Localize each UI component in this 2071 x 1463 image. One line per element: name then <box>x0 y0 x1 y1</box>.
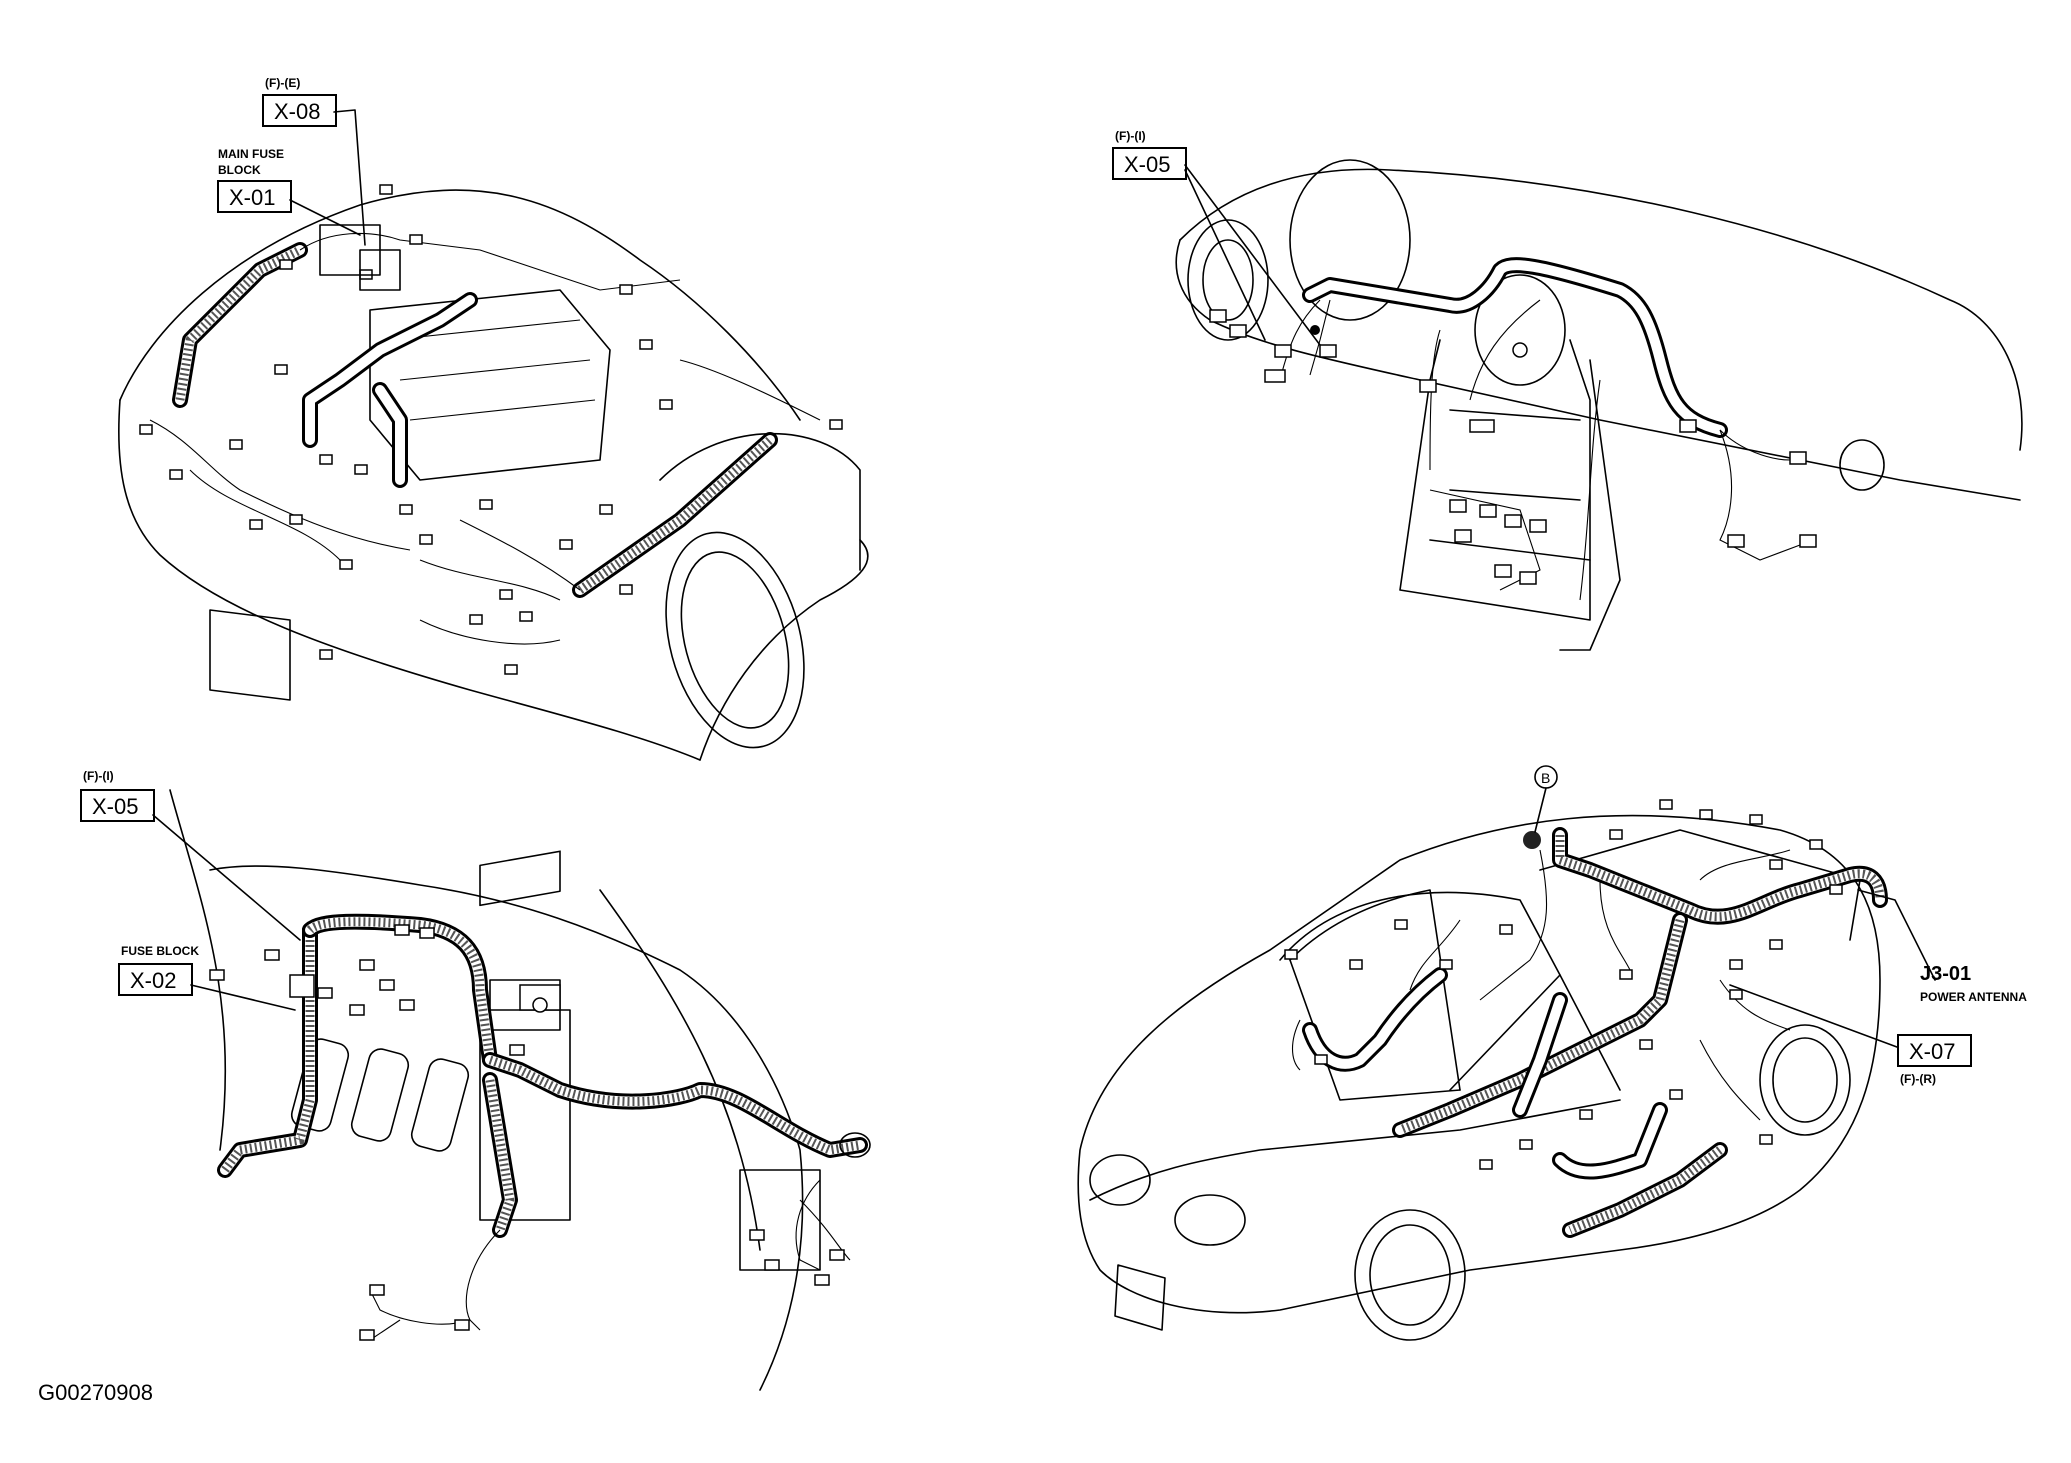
callout-x-05-dashboard-id: X-05 <box>1124 152 1170 177</box>
callout-x-01: MAIN FUSE BLOCK X-01 <box>217 147 361 236</box>
callout-x-05-interior: (F)-(I) X-05 <box>80 769 301 941</box>
callout-x-01-label-line2: BLOCK <box>218 163 261 177</box>
marker-b: B <box>1534 765 1558 833</box>
engine-bay-connectors <box>139 184 843 675</box>
callout-x-02: FUSE BLOCK X-02 <box>118 944 296 1011</box>
callout-x-08-position: (F)-(E) <box>265 76 300 90</box>
callout-x-08-id: X-08 <box>274 99 320 124</box>
callout-x-02-id: X-02 <box>130 968 176 993</box>
callout-x-07: X-07 (F)-(R) <box>1729 984 1972 1086</box>
callout-x-02-label: FUSE BLOCK <box>121 944 199 958</box>
callout-x-05-dashboard-position: (F)-(I) <box>1115 129 1146 143</box>
callout-x-01-id: X-01 <box>229 185 275 210</box>
callout-x-05-interior-position: (F)-(I) <box>83 769 114 783</box>
figure-id: G00270908 <box>38 1380 153 1405</box>
callout-j3-01-label: POWER ANTENNA <box>1920 990 2027 1004</box>
callout-x-08: (F)-(E) X-08 <box>262 76 366 246</box>
callout-j3-01: J3-01 POWER ANTENNA <box>1857 889 2027 1004</box>
vehicle-connectors <box>1284 799 1843 1170</box>
callout-x-07-position: (F)-(R) <box>1900 1072 1936 1086</box>
callout-x-05-dashboard: (F)-(I) X-05 <box>1112 129 1321 346</box>
interior-connectors <box>209 924 845 1341</box>
engine-bay-panel <box>118 184 869 761</box>
callout-j3-01-id: J3-01 <box>1920 963 1971 985</box>
callout-x-05-interior-id: X-05 <box>92 794 138 819</box>
marker-b-label: B <box>1541 770 1550 786</box>
vehicle-overview-panel <box>1077 799 1888 1341</box>
interior-left-panel <box>169 789 871 1391</box>
callout-x-07-id: X-07 <box>1909 1039 1955 1064</box>
dashboard-connectors <box>1209 309 1817 585</box>
dashboard-panel <box>1175 159 2023 651</box>
callout-x-01-label-line1: MAIN FUSE <box>218 147 284 161</box>
